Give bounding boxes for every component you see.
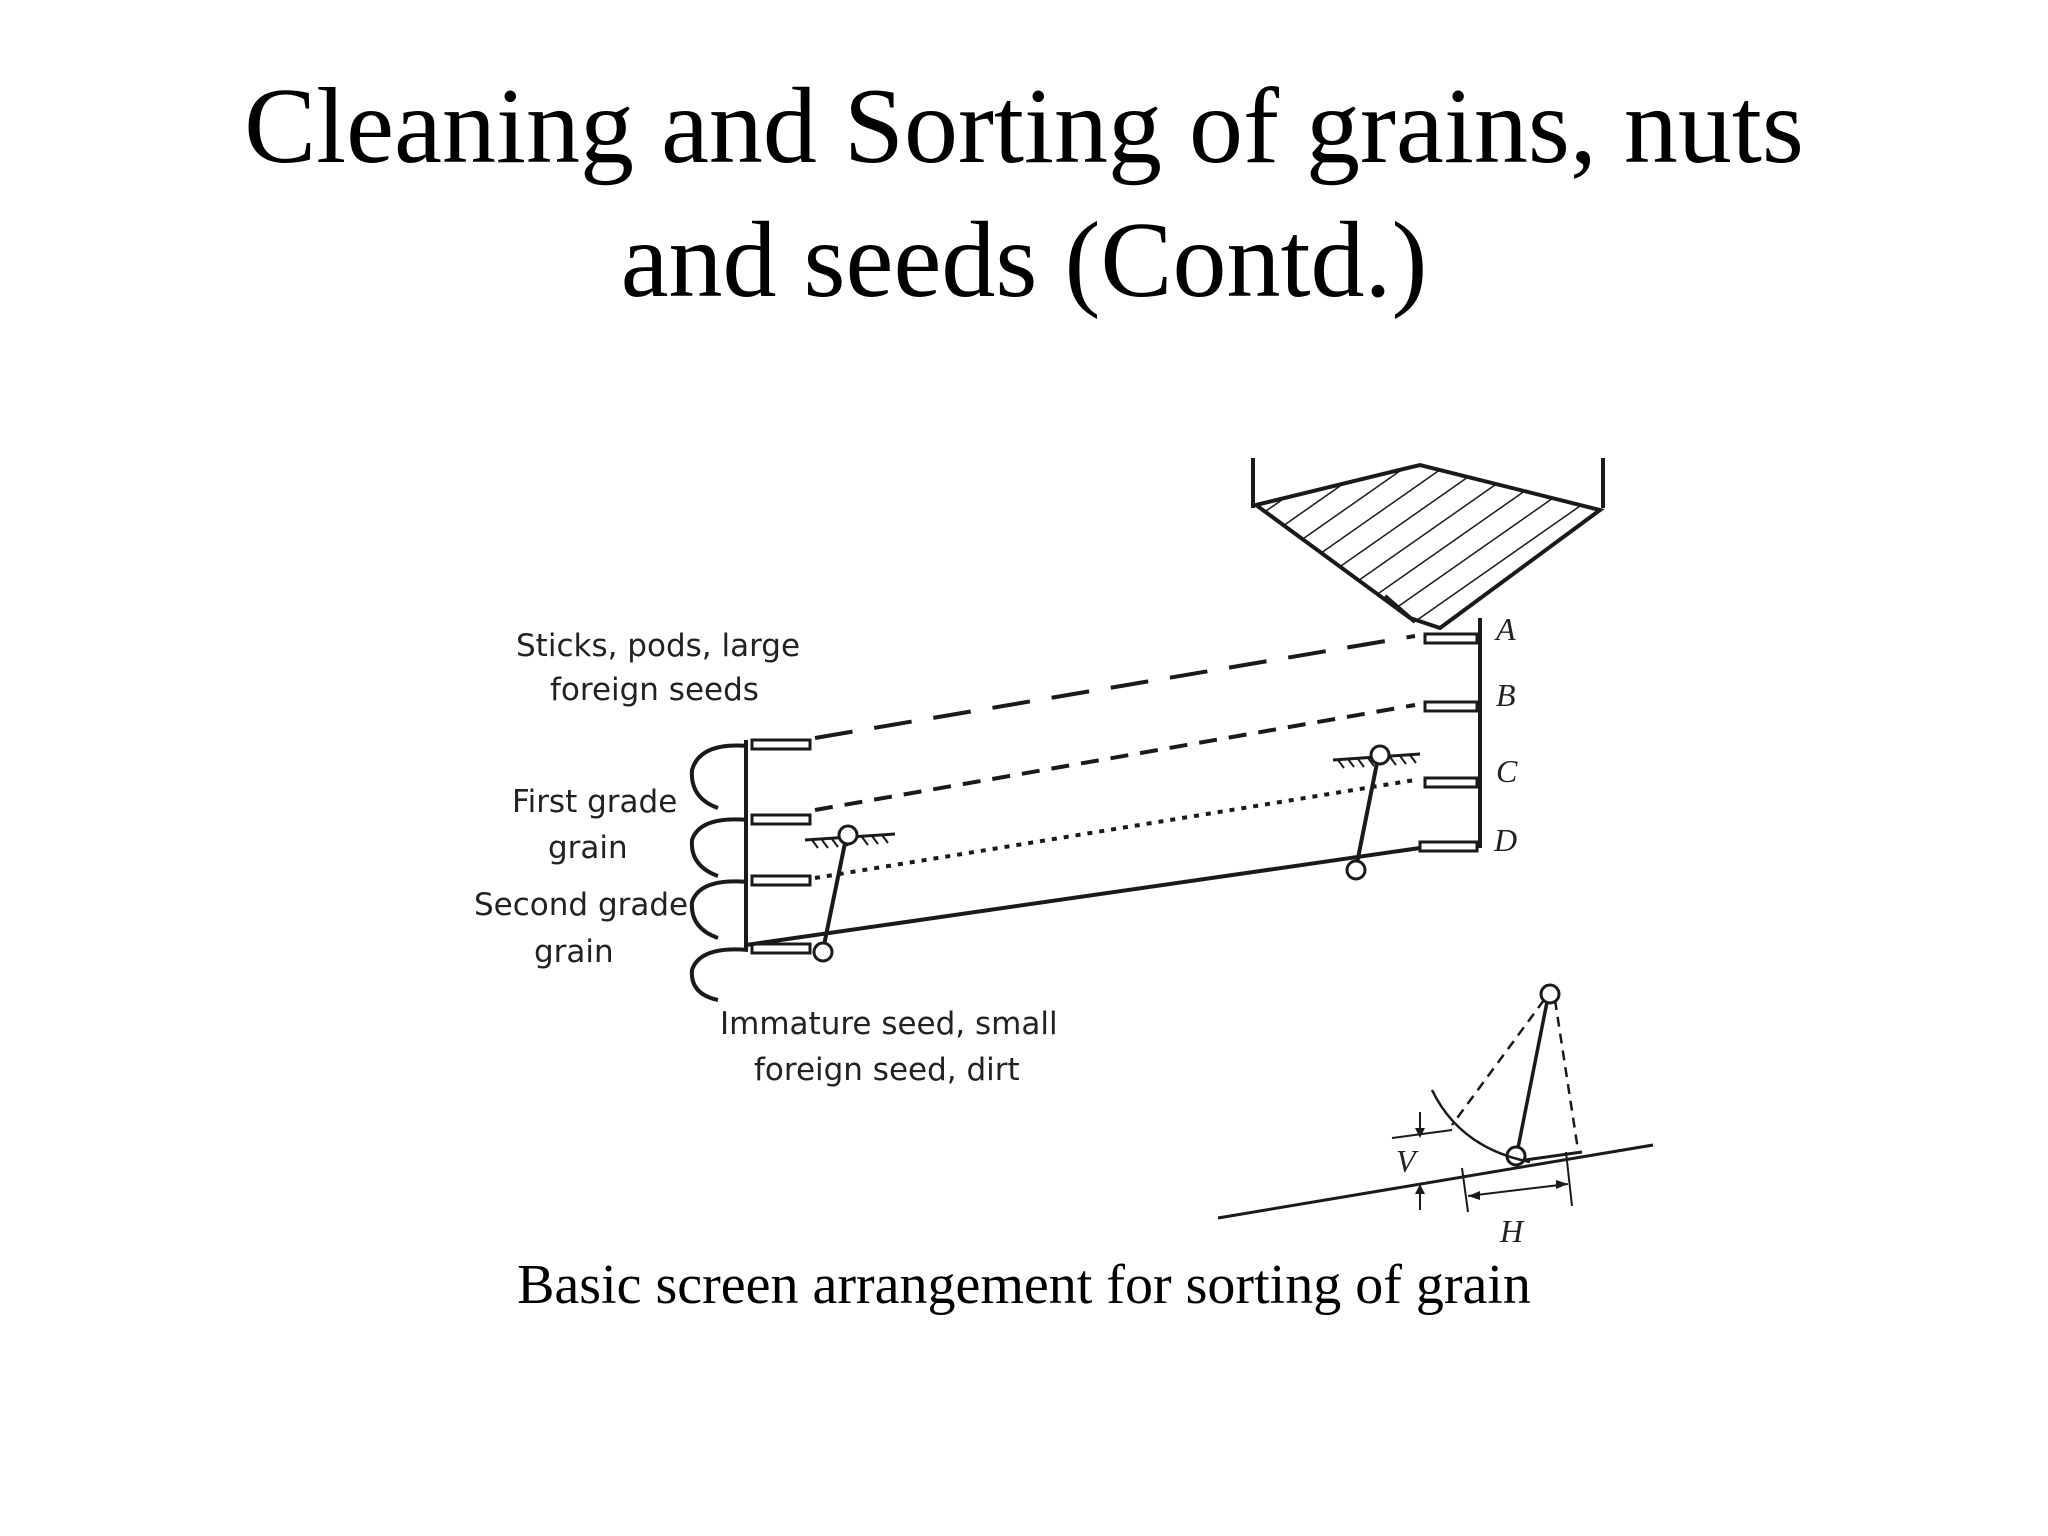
label-immature-line-1: Immature seed, small	[720, 1006, 1058, 1042]
title-line-1: Cleaning and Sorting of grains, nuts	[244, 67, 1804, 186]
left-hanger-link	[804, 824, 896, 963]
label-sticks-line-1: Sticks, pods, large	[516, 628, 800, 664]
figure-caption: Basic screen arrangement for sorting of …	[517, 1254, 1531, 1316]
label-sticks-line-2: foreign seeds	[550, 672, 759, 708]
screen-label-b: B	[1496, 677, 1516, 713]
screen-d-line	[745, 846, 1421, 947]
screen-c-line	[814, 778, 1416, 880]
screen-a-line	[814, 634, 1416, 740]
label-first-line-1: First grade	[512, 784, 677, 820]
label-immature-line-2: foreign seed, dirt	[754, 1052, 1020, 1088]
left-outlet-lips	[750, 738, 812, 955]
hopper	[1251, 458, 1605, 631]
right-hanger-link	[1332, 744, 1421, 881]
inset-label-v: V	[1396, 1143, 1419, 1179]
label-second-line-1: Second grade	[474, 887, 688, 923]
screen-b-line	[814, 703, 1416, 812]
screen-label-c: C	[1496, 753, 1518, 789]
motion-inset: V H	[1217, 983, 1654, 1249]
screen-label-a: A	[1494, 611, 1516, 647]
slide-title: Cleaning and Sorting of grains, nuts and…	[0, 60, 2048, 328]
screen-label-d: D	[1493, 822, 1517, 858]
title-line-2: and seeds (Contd.)	[620, 201, 1428, 320]
label-first-line-2: grain	[548, 830, 628, 866]
collection-troughs	[689, 743, 749, 1002]
right-outlet-lips	[1418, 632, 1479, 853]
hopper-grain-fill	[1251, 462, 1605, 631]
label-second-line-2: grain	[534, 934, 614, 970]
inset-label-h: H	[1499, 1213, 1525, 1249]
